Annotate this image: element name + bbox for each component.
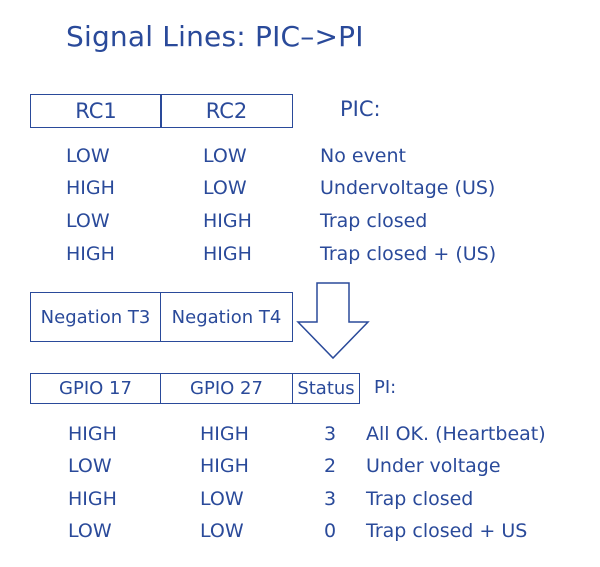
header-gpio27-label: GPIO 27 <box>190 378 263 399</box>
down-arrow-icon <box>296 282 370 360</box>
pic-row-rc1: HIGH <box>66 243 115 265</box>
pic-row-rc1: HIGH <box>66 177 115 199</box>
pic-row-rc2: HIGH <box>203 210 252 232</box>
pic-row-rc1: LOW <box>66 145 110 167</box>
page-title: Signal Lines: PIC–>PI <box>66 20 364 53</box>
pi-row-status: 3 <box>324 423 337 445</box>
pi-row-meaning: All OK. (Heartbeat) <box>366 423 546 445</box>
pi-row-status: 2 <box>324 455 337 477</box>
header-status: Status <box>292 373 360 404</box>
pi-row-gpio17: HIGH <box>68 423 117 445</box>
header-rc2-label: RC2 <box>205 99 248 123</box>
pic-row-meaning: No event <box>320 145 406 167</box>
negation-t3-label: Negation T3 <box>40 306 151 328</box>
header-gpio17: GPIO 17 <box>30 373 161 404</box>
pic-row-rc1: LOW <box>66 210 110 232</box>
pi-row-gpio27: HIGH <box>200 455 249 477</box>
pic-row-meaning: Undervoltage (US) <box>320 177 496 199</box>
header-rc1: RC1 <box>30 94 162 128</box>
pic-row-rc2: LOW <box>203 145 247 167</box>
pi-row-gpio27: HIGH <box>200 423 249 445</box>
pi-row-gpio17: LOW <box>68 455 112 477</box>
pi-row-meaning: Trap closed <box>366 488 474 510</box>
pic-row-rc2: HIGH <box>203 243 252 265</box>
negation-t4-label: Negation T4 <box>171 306 282 328</box>
header-status-label: Status <box>297 378 355 399</box>
negation-t3-box: Negation T3 <box>30 292 161 342</box>
header-gpio27: GPIO 27 <box>160 373 293 404</box>
pi-row-gpio17: HIGH <box>68 488 117 510</box>
pic-row-rc2: LOW <box>203 177 247 199</box>
header-rc1-label: RC1 <box>75 99 117 123</box>
pi-row-meaning: Under voltage <box>366 455 501 477</box>
pic-label: PIC: <box>340 97 381 121</box>
pi-row-gpio17: LOW <box>68 520 112 542</box>
pi-label: PI: <box>374 377 397 398</box>
pi-row-status: 0 <box>324 520 337 542</box>
pic-row-meaning: Trap closed <box>320 210 428 232</box>
pi-row-status: 3 <box>324 488 337 510</box>
pi-row-gpio27: LOW <box>200 520 244 542</box>
header-rc2: RC2 <box>160 94 293 128</box>
negation-t4-box: Negation T4 <box>160 292 293 342</box>
pic-row-meaning: Trap closed + (US) <box>320 243 497 265</box>
header-gpio17-label: GPIO 17 <box>59 378 132 399</box>
pi-row-gpio27: LOW <box>200 488 244 510</box>
pi-row-meaning: Trap closed + US <box>366 520 528 542</box>
